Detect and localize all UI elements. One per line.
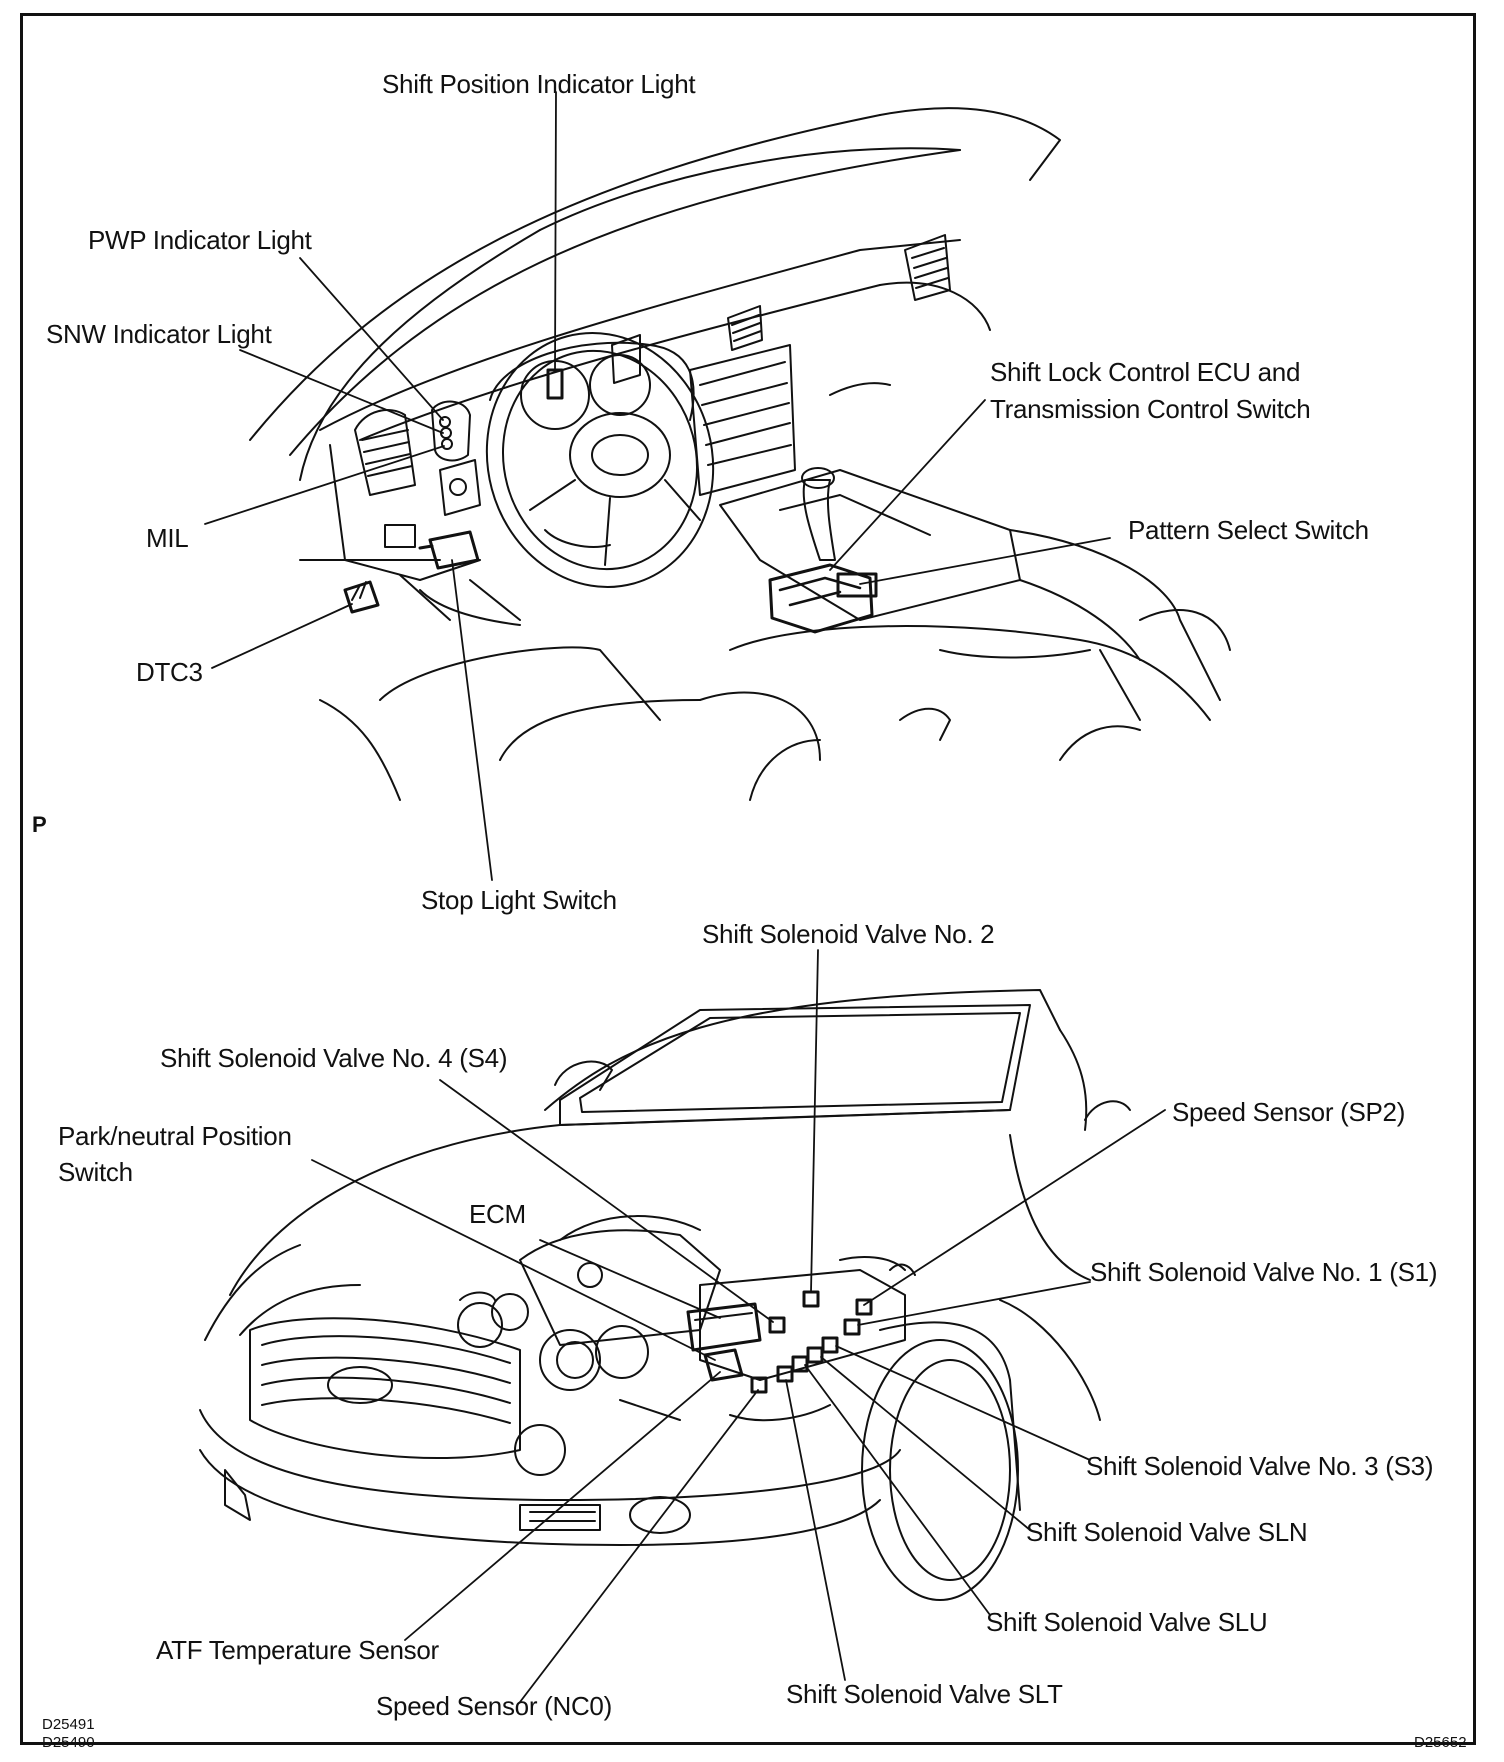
front-bumper: [199, 1409, 901, 1501]
label-shift-lock-control-ecu: Shift Lock Control ECU and: [990, 357, 1301, 387]
solenoid-slt: [776, 1365, 794, 1383]
roof-line: [544, 989, 1061, 1111]
label-park-neutral-position: Park/neutral Position: [58, 1121, 292, 1151]
steering-hub: [569, 412, 671, 498]
passenger-seat: [729, 625, 1211, 721]
label-transmission-control-switch: Transmission Control Switch: [990, 394, 1311, 424]
front-pulley: [514, 1424, 566, 1476]
roof-edge: [879, 107, 1061, 181]
label-shift-solenoid-valve-slt: Shift Solenoid Valve SLT: [786, 1679, 1063, 1709]
dtc3-connector: [343, 580, 380, 614]
left-mirror: [554, 1060, 613, 1091]
label-shift-solenoid-valve-no1: Shift Solenoid Valve No. 1 (S1): [1090, 1257, 1438, 1287]
front-wheel: [861, 1339, 1019, 1601]
lower-intake: [519, 1504, 601, 1531]
solenoid-no3: [821, 1336, 839, 1354]
shift-lever: [802, 479, 836, 561]
label-pwp-indicator-light: PWP Indicator Light: [88, 225, 312, 255]
fog-lamp-right: [629, 1496, 691, 1534]
label-shift-position-indicator-light: Shift Position Indicator Light: [382, 69, 696, 99]
transmission-housing: [699, 1269, 906, 1381]
label-shift-solenoid-valve-sln: Shift Solenoid Valve SLN: [1026, 1517, 1308, 1547]
left-dash-panel: [329, 444, 481, 581]
speed-sensor-nc0: [750, 1376, 768, 1394]
figure-code-left-2: D25490: [42, 1734, 95, 1751]
a-pillar: [299, 229, 541, 481]
front-emblem: [327, 1366, 393, 1404]
windshield-frame: [559, 1004, 1031, 1126]
hood-line: [229, 1124, 561, 1296]
label-stop-light-switch: Stop Light Switch: [421, 885, 617, 915]
label-atf-temperature-sensor: ATF Temperature Sensor: [156, 1635, 439, 1665]
instrument-cluster: [489, 341, 695, 421]
solenoid-no1: [843, 1318, 861, 1336]
figure-code-left-1: D25491: [42, 1716, 95, 1733]
label-shift-solenoid-valve-slu: Shift Solenoid Valve SLU: [986, 1607, 1268, 1637]
label-shift-solenoid-valve-no4: Shift Solenoid Valve No. 4 (S4): [160, 1043, 508, 1073]
leader-lines: [204, 91, 1166, 1703]
fog-lamp-left: [224, 1469, 251, 1521]
label-mil: MIL: [146, 523, 189, 553]
ecm-unit: [686, 1302, 762, 1352]
windshield-arc: [249, 114, 881, 441]
label-pattern-select-switch: Pattern Select Switch: [1128, 515, 1369, 545]
steering-wheel-outer: [485, 332, 715, 588]
engine-block: [519, 1229, 721, 1346]
solenoid-slu: [791, 1355, 809, 1373]
label-park-neutral-switch: Switch: [58, 1157, 133, 1187]
solenoid-no2: [802, 1290, 820, 1308]
label-speed-sensor-nc0: Speed Sensor (NC0): [376, 1691, 612, 1721]
figure-code-right: D25652: [1414, 1734, 1467, 1751]
indicator-light-mil: [441, 438, 453, 450]
indicator-light-pwp: [439, 416, 451, 428]
center-vent: [727, 305, 763, 351]
interior-illustration: [249, 107, 1231, 801]
diagram-frame: [20, 13, 1476, 1745]
pattern-select-switch: [836, 572, 878, 598]
front-grille: [249, 1317, 521, 1460]
front-fender: [879, 1321, 1021, 1511]
windshield-arc-inner: [289, 149, 961, 456]
dashboard-top: [319, 239, 961, 431]
label-snw-indicator-light: SNW Indicator Light: [46, 319, 272, 349]
driver-seat: [379, 646, 661, 721]
label-shift-solenoid-valve-no2: Shift Solenoid Valve No. 2: [702, 919, 995, 949]
speed-sensor-sp2: [855, 1298, 873, 1316]
label-speed-sensor-sp2: Speed Sensor (SP2): [1172, 1097, 1406, 1127]
solenoid-no4: [768, 1316, 786, 1334]
label-ecm: ECM: [469, 1199, 526, 1229]
right-vent: [904, 234, 951, 301]
park-neutral-switch: [703, 1348, 744, 1382]
stop-light-switch: [428, 530, 480, 570]
label-dtc3: DTC3: [136, 657, 203, 687]
label-shift-solenoid-valve-no3: Shift Solenoid Valve No. 3 (S3): [1086, 1451, 1434, 1481]
exterior-illustration: [199, 989, 1131, 1601]
shift-lock-ecu: [768, 563, 874, 634]
solenoid-sln: [806, 1346, 824, 1364]
p-mark: P: [32, 812, 47, 837]
